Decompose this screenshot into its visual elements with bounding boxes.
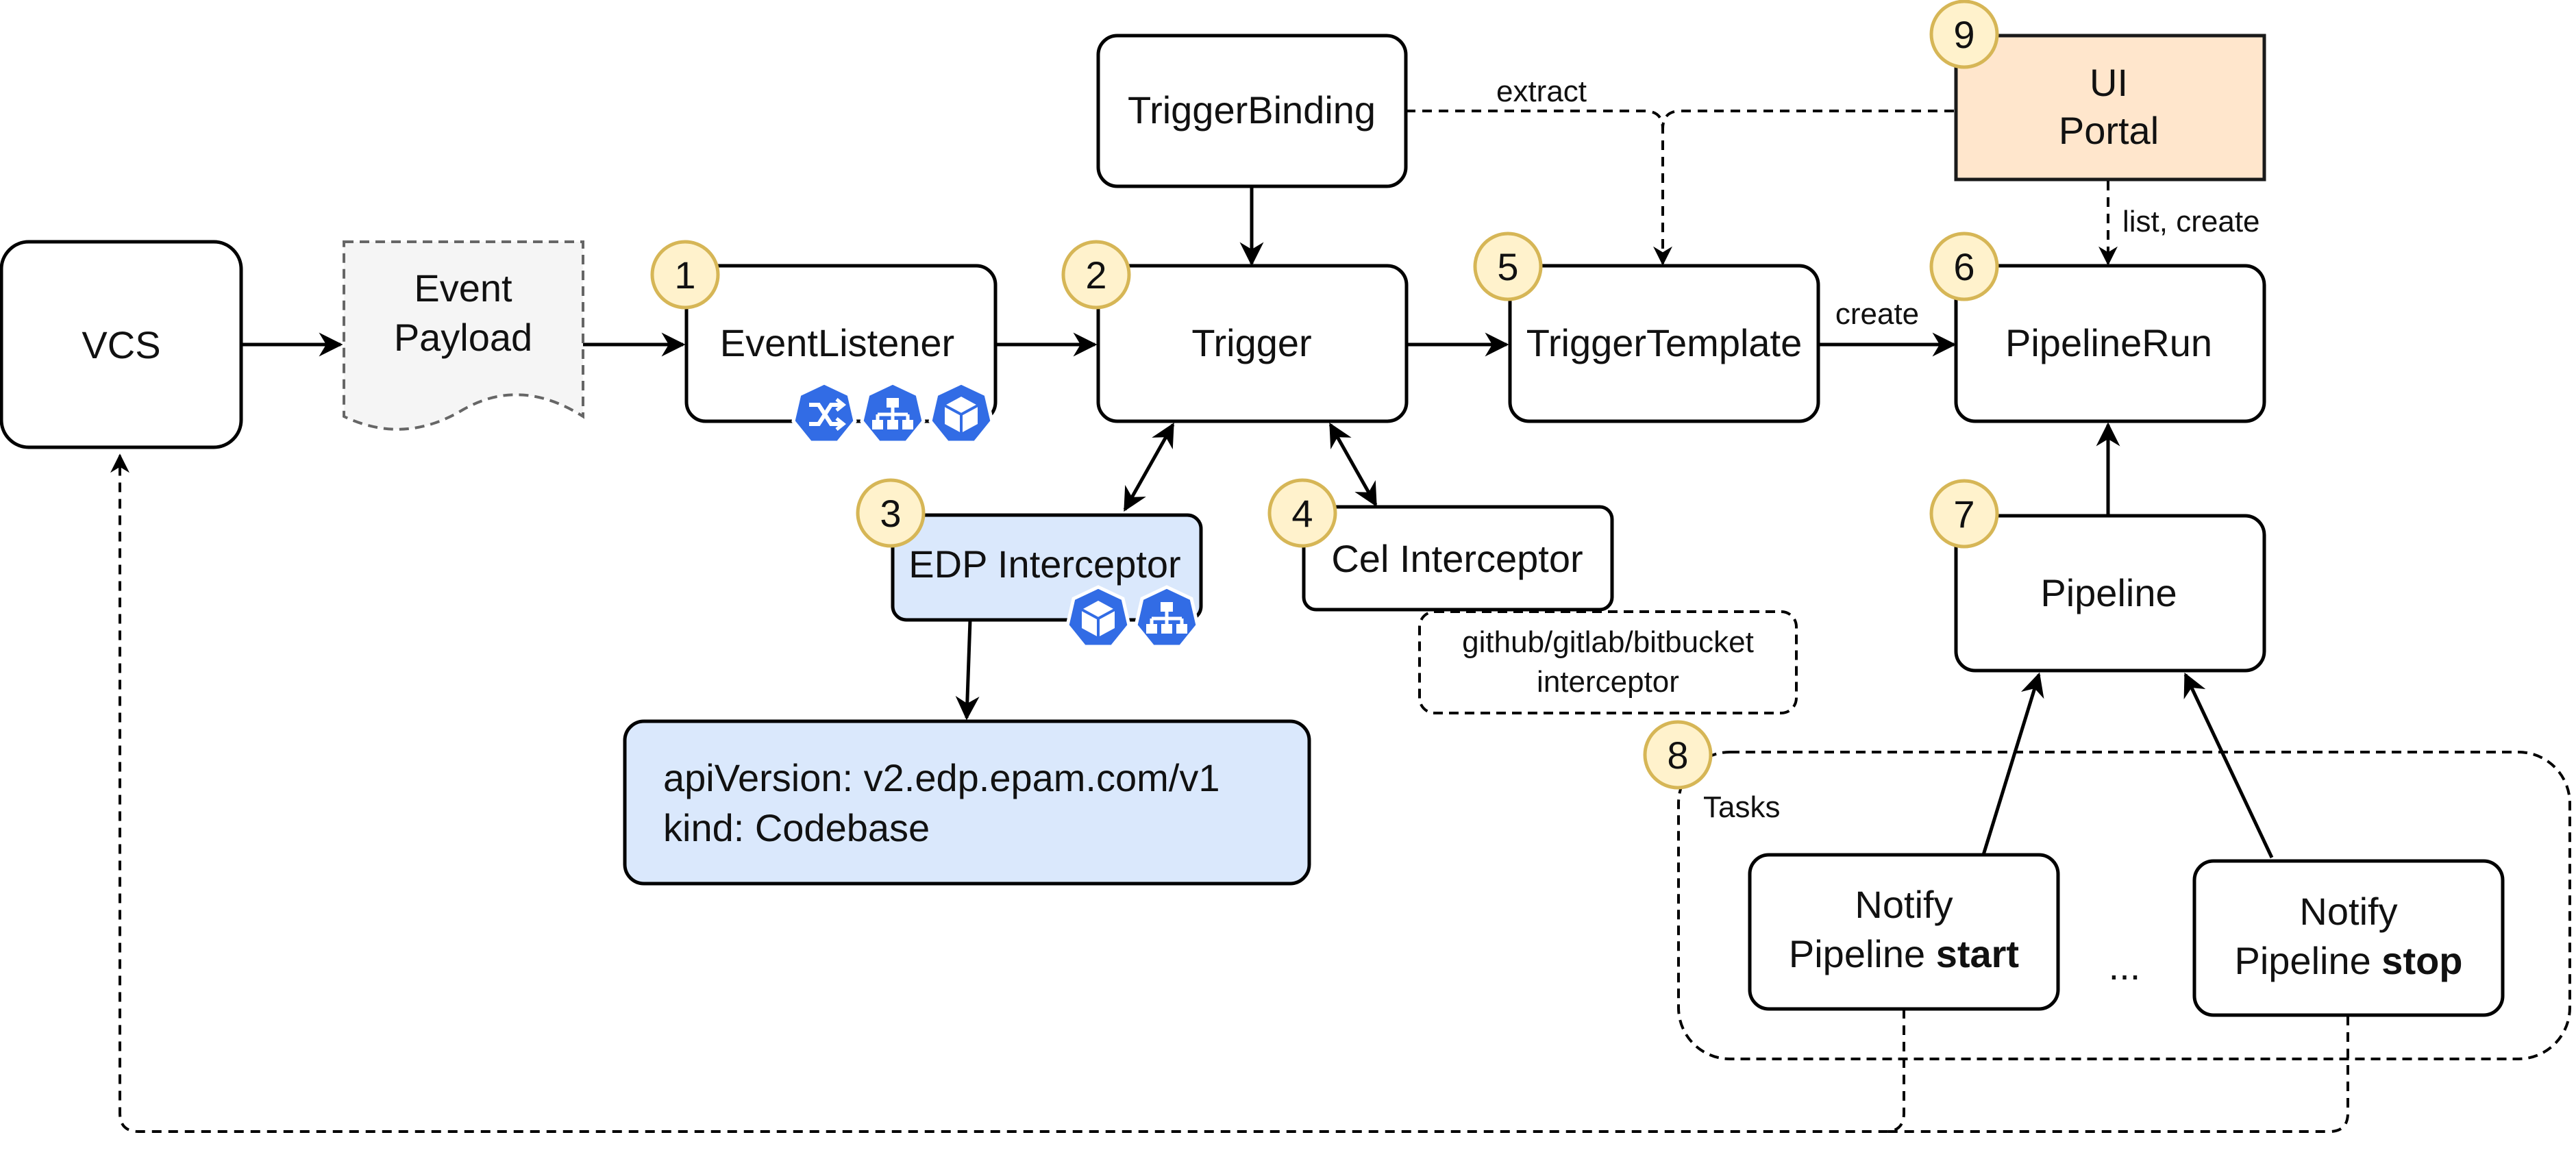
notify-stop-line2: Pipeline stop — [2234, 939, 2462, 982]
pod-icon — [930, 383, 992, 442]
network-icon — [862, 383, 924, 442]
edge-trigger-cel-interceptor — [1328, 422, 1378, 508]
step-badge-6: 6 — [1929, 232, 1999, 301]
tasks-group-label: Tasks — [1703, 790, 1780, 824]
ui-portal-label-line1: UI — [2090, 61, 2128, 104]
edge-trigger-edp-interceptor — [1123, 422, 1175, 512]
edge-label-list-create: list, create — [2122, 205, 2260, 238]
svg-text:3: 3 — [880, 492, 901, 535]
codebase-spec-node[interactable]: apiVersion: v2.edp.epam.com/v1 kind: Cod… — [623, 719, 1311, 886]
notify-start-node[interactable]: Notify Pipeline start — [1748, 853, 2060, 1011]
event-payload-node[interactable]: Event Payload — [343, 240, 584, 431]
svg-text:6: 6 — [1953, 245, 1974, 288]
trigger-label: Trigger — [1191, 321, 1311, 364]
edge-triggerbinding-extract — [1406, 110, 1672, 266]
svg-text:9: 9 — [1953, 13, 1974, 56]
edp-interceptor-node[interactable]: EDP Interceptor — [891, 513, 1203, 647]
edge-uiportal-to-triggertemplate — [1661, 110, 1954, 129]
trigger-binding-label: TriggerBinding — [1128, 88, 1376, 132]
event-payload-label-line2: Payload — [394, 316, 532, 359]
trigger-node[interactable]: Trigger — [1096, 264, 1409, 423]
scm-interceptor-label-line1: github/gitlab/bitbucket — [1462, 625, 1754, 659]
scm-interceptor-label-line2: interceptor — [1537, 665, 1679, 699]
edge-label-create: create — [1835, 297, 1919, 331]
edges — [241, 186, 2274, 859]
pod-icon — [1067, 587, 1129, 647]
step-badge-2: 2 — [1061, 240, 1131, 310]
event-payload-label-line1: Event — [414, 266, 512, 310]
shuffle-icon — [793, 383, 855, 442]
vcs-label: VCS — [82, 323, 160, 366]
trigger-template-node[interactable]: TriggerTemplate — [1508, 264, 1820, 423]
edge-edp-interceptor-to-codebase — [955, 619, 980, 721]
pipeline-run-label: PipelineRun — [2005, 321, 2212, 364]
event-listener-label: EventListener — [720, 321, 954, 364]
trigger-template-label: TriggerTemplate — [1526, 321, 1803, 364]
tasks-ellipsis: ... — [2109, 945, 2141, 988]
edge-notify-stop-to-pipeline — [2183, 672, 2274, 859]
edge-notify-stop-to-vcs — [1885, 1016, 2349, 1133]
cel-interceptor-label: Cel Interceptor — [1331, 537, 1583, 580]
svg-text:5: 5 — [1497, 245, 1518, 288]
cel-interceptor-node[interactable]: Cel Interceptor — [1302, 505, 1614, 612]
pipeline-node[interactable]: Pipeline — [1954, 514, 2266, 673]
step-badge-7: 7 — [1929, 479, 1999, 549]
edge-label-extract: extract — [1496, 75, 1587, 108]
event-listener-node[interactable]: EventListener — [684, 264, 998, 442]
trigger-binding-node[interactable]: TriggerBinding — [1096, 34, 1408, 188]
step-badge-1: 1 — [650, 240, 720, 310]
notify-start-line1: Notify — [1855, 883, 1953, 926]
edge-notify-to-vcs — [110, 453, 1905, 1133]
svg-text:1: 1 — [674, 253, 695, 297]
step-badge-3: 3 — [856, 478, 926, 548]
notify-stop-line1: Notify — [2299, 890, 2397, 933]
step-badge-5: 5 — [1473, 232, 1543, 301]
codebase-kind: kind: Codebase — [663, 806, 930, 849]
edge-notify-start-to-pipeline — [1981, 672, 2044, 856]
ui-portal-label-line2: Portal — [2059, 109, 2159, 152]
step-badge-9: 9 — [1929, 0, 1999, 69]
network-icon — [1136, 587, 1198, 647]
scm-interceptor-note: github/gitlab/bitbucket interceptor — [1418, 610, 1798, 714]
svg-text:8: 8 — [1667, 734, 1688, 777]
notify-start-line2: Pipeline start — [1789, 932, 2019, 975]
step-badges: 1 2 3 4 5 6 7 8 9 — [650, 0, 1999, 790]
notify-stop-node[interactable]: Notify Pipeline stop — [2192, 859, 2505, 1017]
vcs-node[interactable]: VCS — [0, 240, 243, 449]
edp-interceptor-label: EDP Interceptor — [908, 542, 1180, 586]
svg-text:4: 4 — [1291, 492, 1313, 535]
dashed-edges — [110, 110, 2349, 1133]
tasks-group[interactable]: Tasks — [1677, 751, 2571, 1060]
svg-text:2: 2 — [1085, 253, 1106, 297]
step-badge-8: 8 — [1643, 720, 1713, 790]
svg-text:7: 7 — [1953, 492, 1974, 536]
codebase-api-version: apiVersion: v2.edp.epam.com/v1 — [663, 756, 1219, 799]
step-badge-4: 4 — [1267, 478, 1337, 548]
pipeline-run-node[interactable]: PipelineRun — [1954, 264, 2266, 423]
pipeline-label: Pipeline — [2040, 571, 2177, 614]
ui-portal-node[interactable]: UI Portal — [1954, 34, 2266, 182]
